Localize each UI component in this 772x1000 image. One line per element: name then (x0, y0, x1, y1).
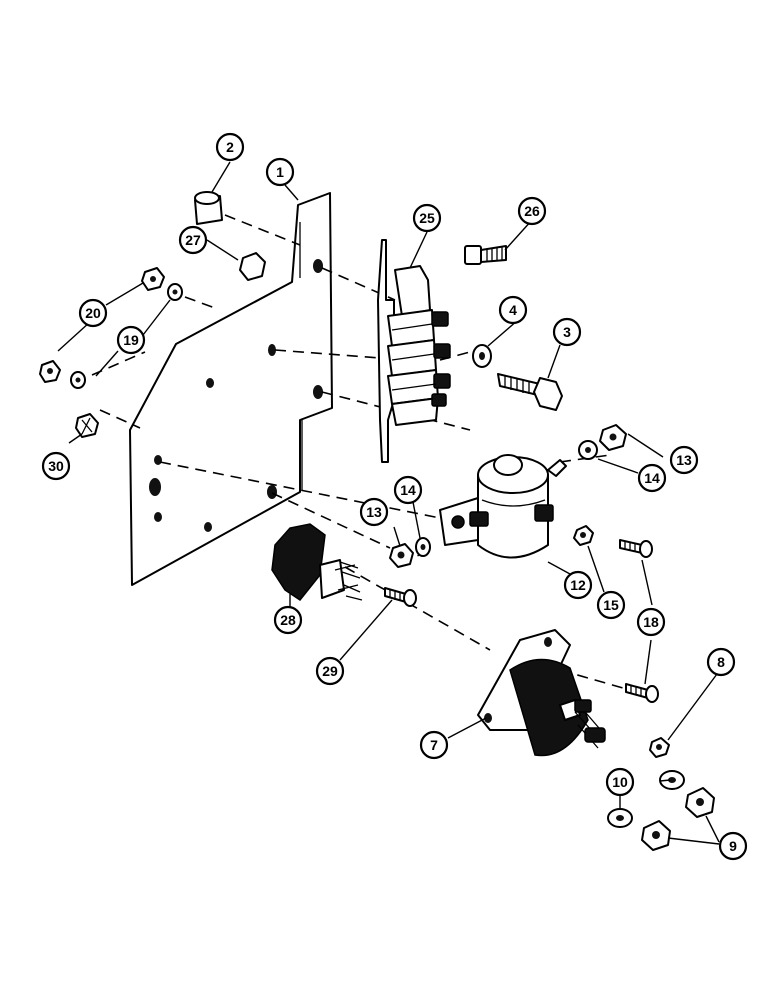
svg-text:19: 19 (123, 332, 139, 348)
callout-19: 19 (116, 325, 146, 355)
svg-text:25: 25 (419, 210, 435, 226)
left-hardware (39, 267, 183, 389)
spacer-part-2 (194, 191, 223, 225)
middle-nut-washer (389, 537, 431, 568)
callout-7: 7 (419, 730, 449, 760)
relay-part-7 (477, 629, 606, 757)
nut-part-8 (649, 737, 670, 758)
svg-text:13: 13 (676, 452, 692, 468)
svg-text:14: 14 (400, 482, 416, 498)
callout-13-right: 13 (669, 445, 699, 475)
svg-text:29: 29 (322, 663, 338, 679)
nut-part-30 (75, 413, 99, 438)
bolt-part-26 (464, 245, 507, 265)
svg-text:12: 12 (570, 577, 586, 593)
svg-text:4: 4 (509, 302, 517, 318)
mounting-plate (129, 192, 333, 586)
callout-10: 10 (605, 767, 635, 797)
svg-text:7: 7 (430, 737, 438, 753)
callout-4: 4 (498, 295, 528, 325)
callout-26: 26 (517, 196, 547, 226)
washer-part-4 (472, 344, 492, 368)
svg-text:15: 15 (603, 597, 619, 613)
callout-25: 25 (412, 203, 442, 233)
callout-29: 29 (315, 656, 345, 686)
callout-27: 27 (178, 225, 208, 255)
svg-text:13: 13 (366, 504, 382, 520)
svg-text:2: 2 (226, 139, 234, 155)
callout-28: 28 (273, 605, 303, 635)
callout-9: 9 (718, 831, 748, 861)
nut-part-27 (239, 252, 266, 281)
svg-text:8: 8 (717, 654, 725, 670)
svg-text:28: 28 (280, 612, 296, 628)
svg-text:26: 26 (524, 203, 540, 219)
callout-18: 18 (636, 607, 666, 637)
breaker-part-28 (271, 523, 363, 602)
svg-text:27: 27 (185, 232, 201, 248)
right-nut-washer (578, 424, 627, 460)
callout-14-middle: 14 (393, 475, 423, 505)
screw-part-29 (384, 587, 417, 607)
callout-15: 15 (596, 590, 626, 620)
svg-text:14: 14 (644, 470, 660, 486)
svg-text:3: 3 (563, 324, 571, 340)
svg-text:20: 20 (85, 305, 101, 321)
callout-3: 3 (552, 317, 582, 347)
solenoid-part-12 (439, 454, 567, 559)
callout-20: 20 (78, 298, 108, 328)
svg-text:30: 30 (48, 458, 64, 474)
leader-lines (57, 161, 720, 845)
svg-text:1: 1 (276, 164, 284, 180)
callout-2: 2 (215, 132, 245, 162)
nut-part-15 (573, 525, 594, 546)
hardware-parts-9-10 (607, 770, 715, 851)
callout-8: 8 (706, 647, 736, 677)
svg-text:18: 18 (643, 614, 659, 630)
callout-14-right: 14 (637, 463, 667, 493)
terminal-block-part-25 (377, 239, 451, 463)
callout-30: 30 (41, 451, 71, 481)
screws-part-18 (619, 539, 659, 703)
svg-text:9: 9 (729, 838, 737, 854)
callout-12: 12 (563, 570, 593, 600)
callout-13-middle: 13 (359, 497, 389, 527)
callout-1: 1 (265, 157, 295, 187)
bolt-part-3 (497, 373, 563, 411)
svg-text:10: 10 (612, 774, 628, 790)
